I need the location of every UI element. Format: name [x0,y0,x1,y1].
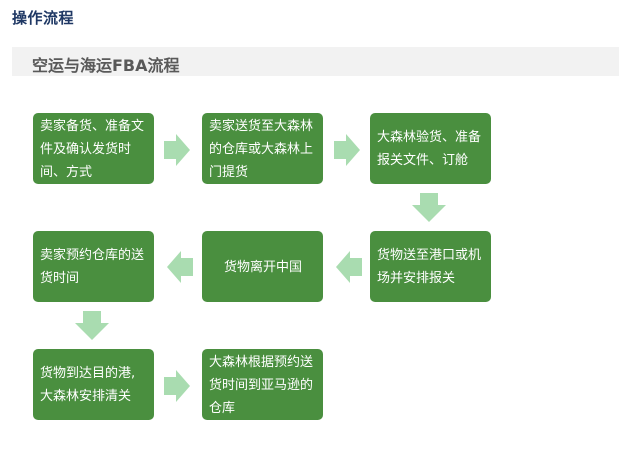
flow-step-label: 货物到达目的港,大森林安排清关 [40,366,136,404]
arrow-right-icon [164,134,190,166]
flow-step-label: 卖家备货、准备文件及确认发货时间、方式 [40,118,145,180]
arrow-left-icon [336,251,362,283]
flow-step-label: 卖家预约仓库的送货时间 [40,248,145,286]
flow-step-label: 大森林验货、准备报关文件、订舱 [377,130,482,168]
flow-step-7: 货物到达目的港,大森林安排清关 [33,349,154,420]
page-title: 操作流程 [12,9,75,27]
arrow-right-icon [164,370,190,402]
arrow-down-icon [75,311,109,340]
flow-step-label: 卖家送货至大森林的仓库或大森林上门提货 [209,118,314,180]
flow-step-3: 大森林验货、准备报关文件、订舱 [370,113,491,184]
flow-step-1: 卖家备货、准备文件及确认发货时间、方式 [33,113,154,184]
section-title: 空运与海运FBA流程 [32,56,180,75]
flow-step-label: 大森林根据预约送货时间到亚马逊的仓库 [209,354,314,416]
flow-step-label: 货物送至港口或机场并安排报关 [377,248,482,286]
flow-step-4: 货物送至港口或机场并安排报关 [370,231,491,302]
flow-step-6: 卖家预约仓库的送货时间 [33,231,154,302]
flow-step-5: 货物离开中国 [202,231,323,302]
arrow-left-icon [167,251,193,283]
arrow-down-icon [412,193,446,222]
flow-step-2: 卖家送货至大森林的仓库或大森林上门提货 [202,113,323,184]
section-header: 空运与海运FBA流程 [12,47,619,76]
flow-step-label: 货物离开中国 [223,259,302,275]
arrow-right-icon [334,134,360,166]
flow-step-8: 大森林根据预约送货时间到亚马逊的仓库 [202,349,323,420]
